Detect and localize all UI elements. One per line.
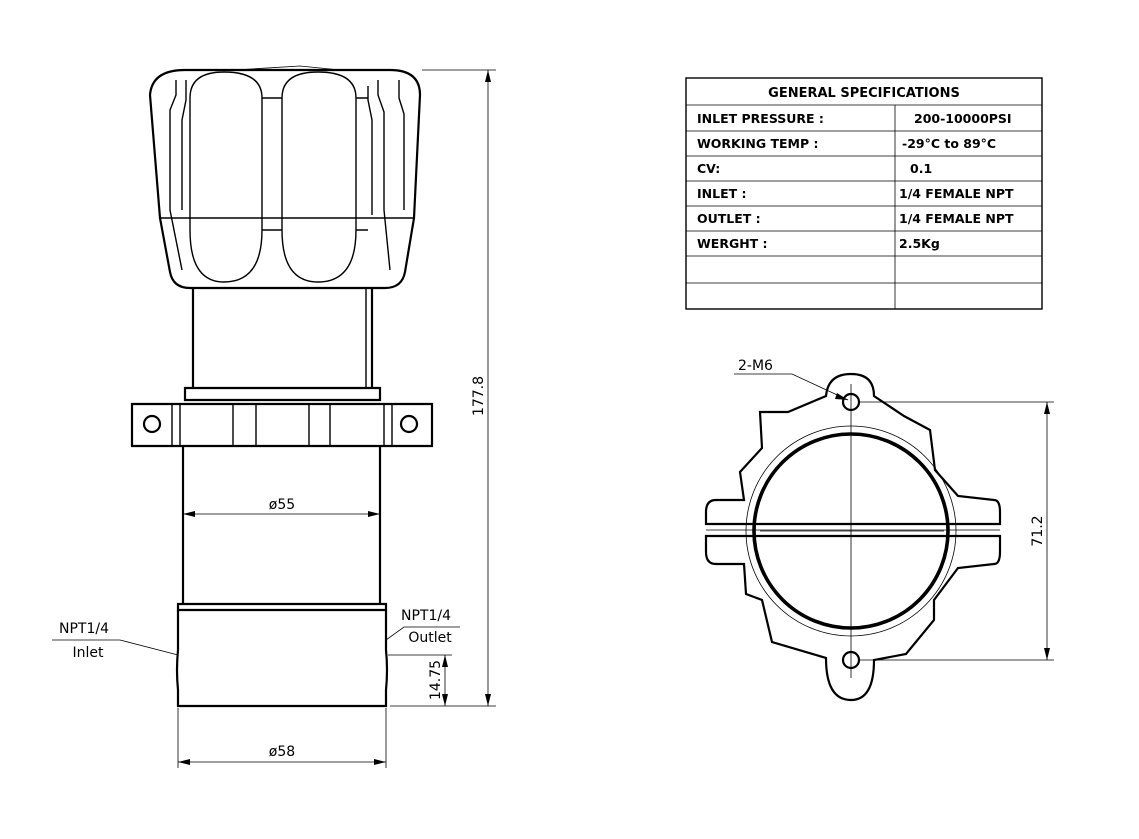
dim-height-label: 177.8 <box>471 376 487 416</box>
holes-callout: 2-M6 <box>734 358 849 401</box>
column <box>183 288 382 402</box>
spec-label: INLET : <box>697 186 747 201</box>
inlet-callout: NPT1/4 Inlet <box>52 621 179 661</box>
dimension-body-diameter: ø55 <box>183 497 380 517</box>
top-view: 2-M6 71.2 <box>704 358 1054 702</box>
spec-value: 0.1 <box>910 161 932 176</box>
outlet-callout: NPT1/4 Outlet <box>385 608 460 646</box>
spec-label: OUTLET : <box>697 211 761 226</box>
inlet-spec-label: NPT1/4 <box>59 621 109 637</box>
spec-value: 2.5Kg <box>899 236 940 251</box>
knob <box>148 65 422 290</box>
dim-body-dia-label: ø55 <box>269 497 295 513</box>
dim-hole-spacing-label: 71.2 <box>1030 515 1046 546</box>
inlet-label: Inlet <box>73 645 105 661</box>
spec-label: CV: <box>697 161 720 176</box>
spec-value: -29°C to 89°C <box>902 136 996 151</box>
spec-table: GENERAL SPECIFICATIONS INLET PRESSURE : … <box>685 77 1043 310</box>
spec-value: 1/4 FEMALE NPT <box>899 186 1014 201</box>
dimension-height: 177.8 <box>390 69 496 707</box>
dimension-base-diameter: ø58 <box>177 708 387 768</box>
outlet-spec-label: NPT1/4 <box>401 608 451 624</box>
mounting-bracket <box>130 402 434 448</box>
front-view: ø55 ø58 177.8 14.75 N <box>52 65 496 768</box>
dimension-port-height: 14.75 <box>388 654 452 706</box>
lower-body <box>175 446 389 708</box>
spec-label: INLET PRESSURE : <box>697 111 824 126</box>
spec-label: WORKING TEMP : <box>697 136 818 151</box>
dim-port-height-label: 14.75 <box>428 660 444 700</box>
spec-table-title: GENERAL SPECIFICATIONS <box>768 86 960 101</box>
dim-base-dia-label: ø58 <box>269 744 295 760</box>
holes-label: 2-M6 <box>738 358 773 374</box>
outlet-label: Outlet <box>408 630 452 646</box>
spec-value: 1/4 FEMALE NPT <box>899 211 1014 226</box>
dimension-hole-spacing: 71.2 <box>860 401 1054 661</box>
spec-value: 200-10000PSI <box>914 111 1012 126</box>
spec-label: WERGHT : <box>697 236 768 251</box>
